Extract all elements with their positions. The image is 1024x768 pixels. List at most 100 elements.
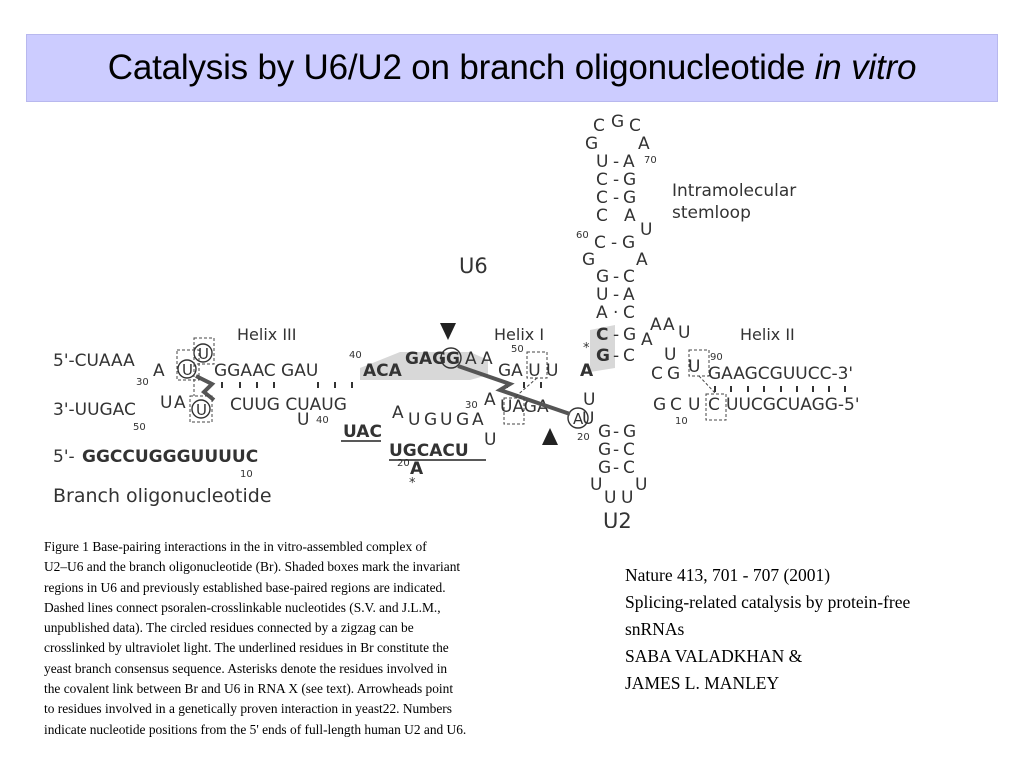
caption-line: yeast branch consensus sequence. Asteris… [44,660,448,676]
u2-lower-stem: 20 U G - G G - C G - C U U U U [577,409,647,508]
stem-left-nt: G [596,267,609,287]
stem-right-nt: G [623,188,636,208]
helix2-top-seq: GAAGCGUUCC-3' [708,364,853,384]
caption-line: to residues involved in a genetically pr… [44,701,452,717]
uac-bold: UAC [343,422,382,442]
stem-left-nt: U [596,152,608,172]
svg-text:U: U [182,361,193,379]
stem-number-60: 60 [576,230,589,241]
stem-left-nt: G [582,250,595,270]
stem-right-nt: G [623,170,636,190]
nt: U [484,430,496,450]
helix3-top-seq: GGAAC GAU [214,361,318,381]
ugcacu-bold: UGCACU [389,441,469,461]
bond: - [613,152,619,172]
svg-text:U: U [196,401,207,419]
nt: A [153,361,165,381]
u6-number-40: 40 [349,350,362,361]
nt: U [688,357,700,377]
u6-3prime: 3'-UUGAC [53,400,136,420]
stem-right-nt: C [623,303,635,323]
caption-line: indicate nucleotide positions from the 5… [44,721,467,737]
nt: U [297,410,309,430]
u2-nt: C [623,440,635,460]
stem-right-nt: A [623,285,635,305]
bond: - [611,233,617,253]
crosslink-zigzag-2 [457,364,571,416]
branch-oligo-row: 5'- GGCCUGGGUUUUC 10 [53,447,258,480]
nt: C [708,395,720,415]
branch-label: Branch oligonucleotide [53,485,272,507]
arrowhead-down [440,323,456,340]
loop-nt: C [593,116,605,136]
caption-line: crosslinked by ultraviolet light. The un… [44,640,449,656]
stem-left-nt: G [596,346,610,366]
star-marker-2: * [409,476,416,491]
bond: - [613,440,619,460]
nt: A [465,349,477,369]
nt: U [408,410,420,430]
stem-right-nt: G [623,325,636,345]
loop-nt: G [611,112,624,132]
u2-nt: G [623,422,636,442]
helix2-bottom-seq: UUCGCUAGG-5' [726,395,860,415]
u2-nt: U [635,475,647,495]
branch-prefix: 5'- [53,447,75,467]
stem-left-nt: C [596,325,608,345]
figure-caption: Figure 1 Base-pairing interactions in th… [44,537,592,740]
u2-number-30: 30 [465,400,478,411]
stemloop-label: stemloop [672,203,751,223]
stem-right-nt: C [623,267,635,287]
side-nt: A [663,315,675,335]
citation-article-title-2: snRNAs [625,619,685,639]
stem-right-nt: A [624,206,636,226]
caption-line: unpublished data). The circled residues … [44,620,414,636]
u2-nt: U [621,488,633,508]
nt: U [160,393,172,413]
bond: - [613,285,619,305]
side-nt: U [678,323,690,343]
slide-title: Catalysis by U6/U2 on branch oligonucleo… [107,48,917,88]
stem-right-nt: A [623,152,635,172]
citation-block: Nature 413, 701 - 707 (2001) Splicing-re… [625,562,1015,697]
caption-line: Figure 1 Base-pairing interactions in th… [44,539,427,554]
stem-left-nt: C [596,188,608,208]
star-marker: * [583,341,590,356]
u2-middle-strand: 3'-UUGAC 50 U A CUUG CUAUG 40 U 30 A U G… [53,390,860,491]
helix1-top-seq: GA U U [498,361,559,381]
caption-line: the covalent link between Br and U6 in R… [44,681,454,697]
aca-bold: ACA [363,361,403,381]
circled-residues [177,343,589,429]
nt: U [440,410,452,430]
bond: - [613,422,619,442]
side-nt: U [664,345,676,365]
bond: - [613,267,619,287]
helix3-label: Helix III [237,325,296,344]
intramolecular-label: Intramolecular [672,181,796,201]
title-main: Catalysis by U6/U2 on branch oligonucleo… [107,48,815,87]
u6-label: U6 [459,254,488,278]
u2-nt: U [590,475,602,495]
u2-nt: G [598,458,611,478]
stem-right-nt: A [638,134,650,154]
invariant-region-shading [360,352,488,380]
stem-number-70: 70 [644,155,657,166]
g-circled: G [446,349,460,369]
dashed-crosslink-lines [193,364,717,399]
nt: G [667,364,680,384]
nt: G [653,395,666,415]
svg-text:U: U [198,345,209,363]
u6-number-30: 30 [136,377,149,388]
stem-left-nt: C [596,170,608,190]
bond: · [613,303,618,323]
nt: C [651,364,663,384]
stem-left-nt: A [596,303,608,323]
invariant-region-shading-2 [590,325,615,372]
helix2-number-90: 90 [710,352,723,363]
nt: A [484,390,496,410]
arrowhead-up [542,428,558,445]
stem-right-nt: U [640,220,652,240]
rna-secondary-structure-diagram: G C C G A 70 U - A C - G C - G C A U 60 … [53,112,860,528]
nt: G [424,410,437,430]
u2-label: U2 [603,509,632,528]
